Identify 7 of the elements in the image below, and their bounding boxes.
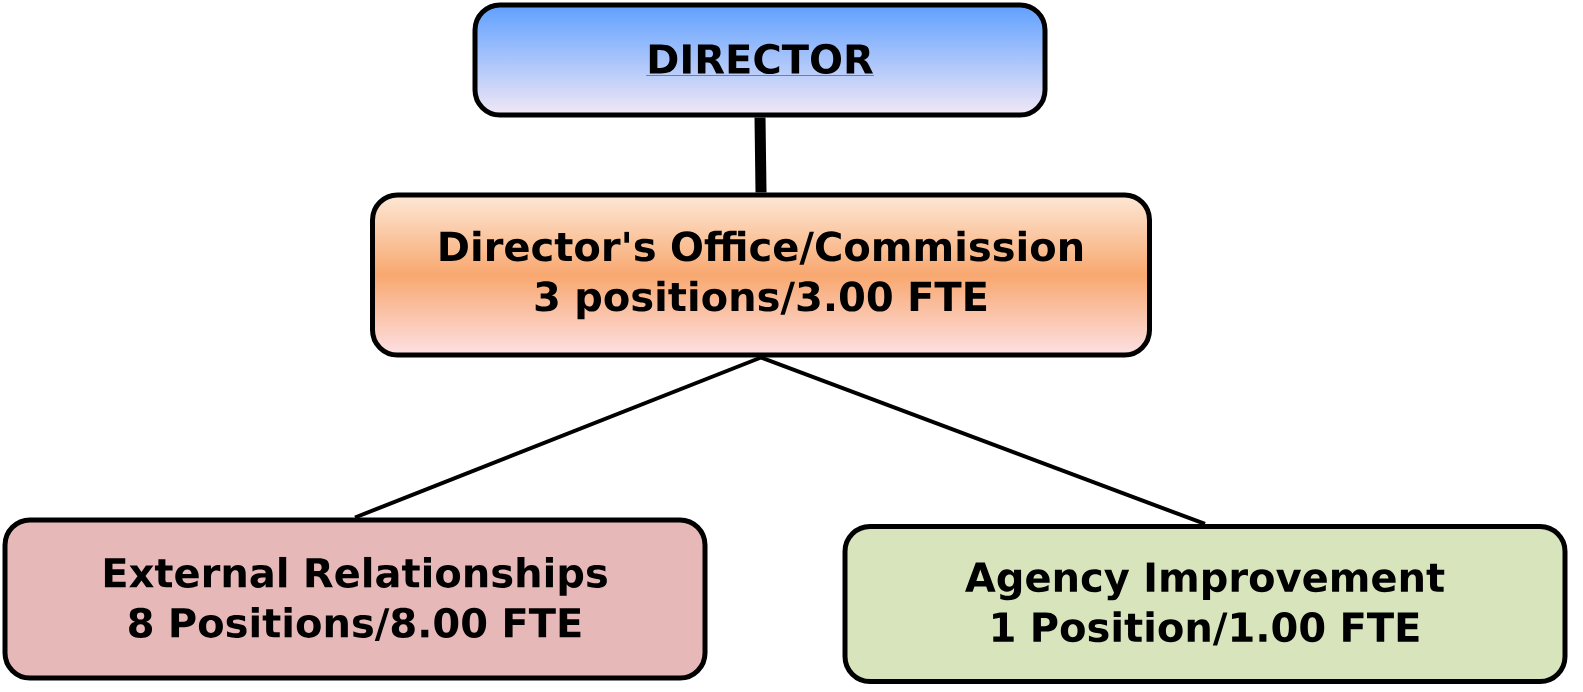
position-box: External Relationships 8 Positions/8.00 FTE: [2, 517, 708, 681]
position-box: DIRECTOR: [472, 2, 1048, 118]
connector-line: [354, 355, 762, 520]
position-box: Agency Improvement 1 Position/1.00 FTE: [842, 524, 1568, 684]
connector-line: [760, 355, 1206, 526]
connector-line: [754, 117, 767, 193]
position-box: Director's Office/Commission 3 positions/3.00 FTE: [370, 192, 1152, 358]
